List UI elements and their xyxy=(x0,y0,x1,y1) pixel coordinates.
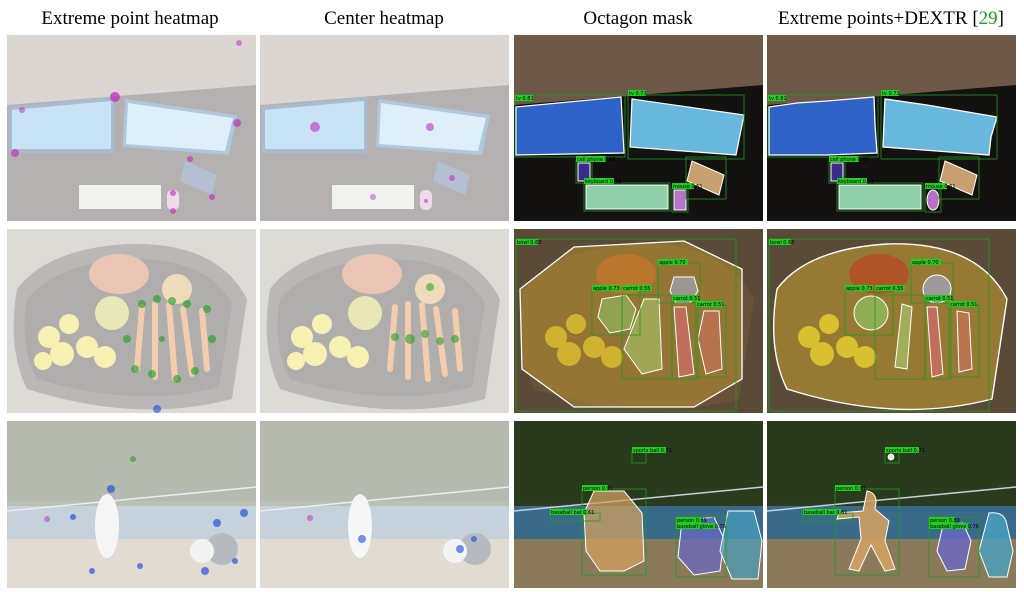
label-person-batter: person 0.91 xyxy=(836,486,866,492)
label-baseball-bat: baseball bat 0.61 xyxy=(551,510,594,516)
label-carrot-b: carrot 0.51 xyxy=(926,296,953,302)
label-carrot-c: carrot 0.51 xyxy=(697,302,724,308)
label-apple-mid: apple 0.73 xyxy=(593,286,620,292)
label-baseball-bat: baseball bat 0.61 xyxy=(804,510,847,516)
label-tv-right: tv 0.71 xyxy=(882,91,900,97)
label-tv-right: tv 0.71 xyxy=(629,91,647,97)
label-cell-phone: cell phone 0.68 xyxy=(577,157,616,163)
label-apple-top: apple 0.70 xyxy=(659,260,686,266)
citation-link[interactable]: 29 xyxy=(978,8,998,29)
label-keyboard: keyboard 0.63 xyxy=(838,179,874,185)
column-title-extreme-heatmap: Extreme point heatmap xyxy=(41,8,219,29)
column-title-octagon-mask: Octagon mask xyxy=(583,8,693,29)
desk-dextr-panel: tv 0.81 tv 0.71 cell phone 0.68 keyboard… xyxy=(767,35,1016,221)
title-text: Extreme points+DEXTR [ xyxy=(777,8,979,29)
food-extreme-heatmap-panel xyxy=(7,229,256,413)
label-baseball-glove: baseball glove 0.76 xyxy=(930,524,979,530)
food-center-heatmap-panel xyxy=(260,229,509,413)
column-title-dextr: Extreme points+DEXTR [29] xyxy=(766,8,1016,34)
label-keyboard: keyboard 0.63 xyxy=(585,179,621,185)
desk-extreme-heatmap-panel xyxy=(7,35,256,221)
label-mouse: mouse 0.61 xyxy=(926,184,956,190)
desk-octagon-mask-panel: tv 0.81 tv 0.71 cell phone 0.68 keyboard… xyxy=(514,35,763,221)
desk-center-heatmap-panel xyxy=(260,35,509,221)
label-sports-ball: sports ball 0.71 xyxy=(886,448,925,454)
label-bowl: bowl 0.63 xyxy=(517,240,541,246)
baseball-dextr-panel: sports ball 0.71 person 0.91 baseball ba… xyxy=(767,421,1016,588)
label-cell-phone: cell phone 0.68 xyxy=(830,157,869,163)
food-octagon-mask-panel: bowl 0.63 apple 0.70 apple 0.73 carrot 0… xyxy=(514,229,763,413)
label-carrot-a: carrot 0.55 xyxy=(623,286,650,292)
label-person-batter: person 0.91 xyxy=(583,486,613,492)
label-baseball-glove: baseball glove 0.76 xyxy=(677,524,726,530)
label-carrot-b: carrot 0.51 xyxy=(673,296,700,302)
label-person-catcher: person 0.89 xyxy=(677,518,707,524)
baseball-extreme-heatmap-panel xyxy=(7,421,256,588)
label-tv-left: tv 0.81 xyxy=(769,96,787,102)
title-bracket: ] xyxy=(997,8,1004,29)
label-apple-top: apple 0.70 xyxy=(912,260,939,266)
label-sports-ball: sports ball 0.71 xyxy=(633,448,672,454)
food-dextr-panel: bowl 0.63 apple 0.70 apple 0.73 carrot 0… xyxy=(767,229,1016,413)
baseball-center-heatmap-panel xyxy=(260,421,509,588)
label-bowl: bowl 0.63 xyxy=(770,240,794,246)
label-apple-mid: apple 0.73 xyxy=(846,286,873,292)
label-tv-left: tv 0.81 xyxy=(516,96,534,102)
label-carrot-c: carrot 0.51 xyxy=(950,302,977,308)
label-carrot-a: carrot 0.55 xyxy=(876,286,903,292)
label-person-catcher: person 0.89 xyxy=(930,518,960,524)
label-mouse: mouse 0.61 xyxy=(673,184,703,190)
column-title-center-heatmap: Center heatmap xyxy=(324,8,444,29)
baseball-octagon-mask-panel: sports ball 0.71 person 0.91 baseball ba… xyxy=(514,421,763,588)
